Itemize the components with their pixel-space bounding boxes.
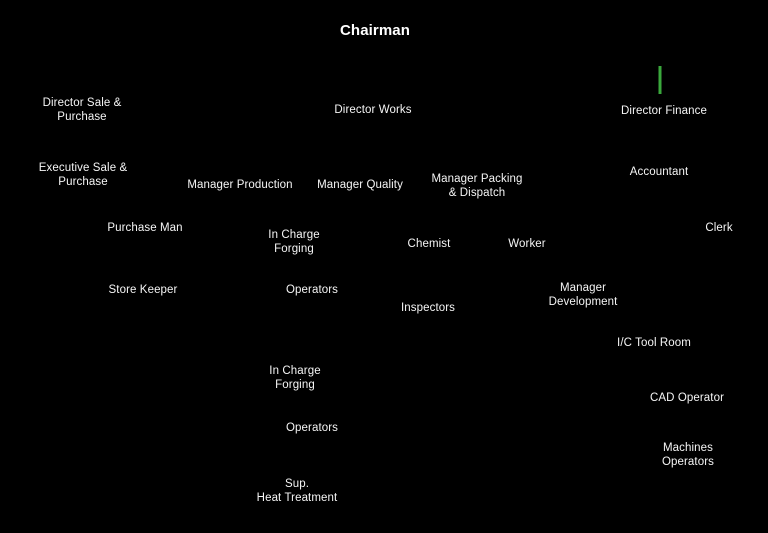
org-node-director-sale-purchase: Director Sale & Purchase (42, 96, 122, 123)
org-node-manager-quality: Manager Quality (317, 178, 403, 191)
org-node-chairman: Chairman (340, 21, 410, 39)
org-node-in-charge-forging-2: In Charge Forging (269, 364, 321, 391)
green-line-marker (658, 66, 662, 94)
org-node-accountant: Accountant (629, 165, 689, 178)
org-node-clerk: Clerk (705, 221, 733, 234)
org-node-in-charge-forging-1: In Charge Forging (268, 228, 320, 255)
org-node-manager-packing-dispatch: Manager Packing & Dispatch (431, 172, 523, 199)
org-node-worker: Worker (508, 237, 546, 250)
org-node-cad-operator: CAD Operator (649, 391, 725, 404)
org-node-machines-operators: Machines Operators (661, 441, 715, 468)
org-node-operators-1: Operators (285, 283, 339, 296)
org-node-manager-development: Manager Development (548, 281, 618, 308)
org-node-operators-2: Operators (285, 421, 339, 434)
org-node-inspectors: Inspectors (400, 301, 456, 314)
org-node-ic-tool-room: I/C Tool Room (617, 336, 691, 349)
org-node-sup-heat-treatment: Sup. Heat Treatment (256, 477, 338, 504)
org-node-executive-sale-purchase: Executive Sale & Purchase (38, 161, 128, 188)
org-node-director-works: Director Works (334, 103, 412, 116)
org-node-manager-production: Manager Production (187, 178, 293, 191)
org-node-director-finance: Director Finance (621, 104, 707, 117)
org-node-store-keeper: Store Keeper (108, 283, 178, 296)
org-node-purchase-man: Purchase Man (107, 221, 183, 234)
org-node-chemist: Chemist (407, 237, 451, 250)
